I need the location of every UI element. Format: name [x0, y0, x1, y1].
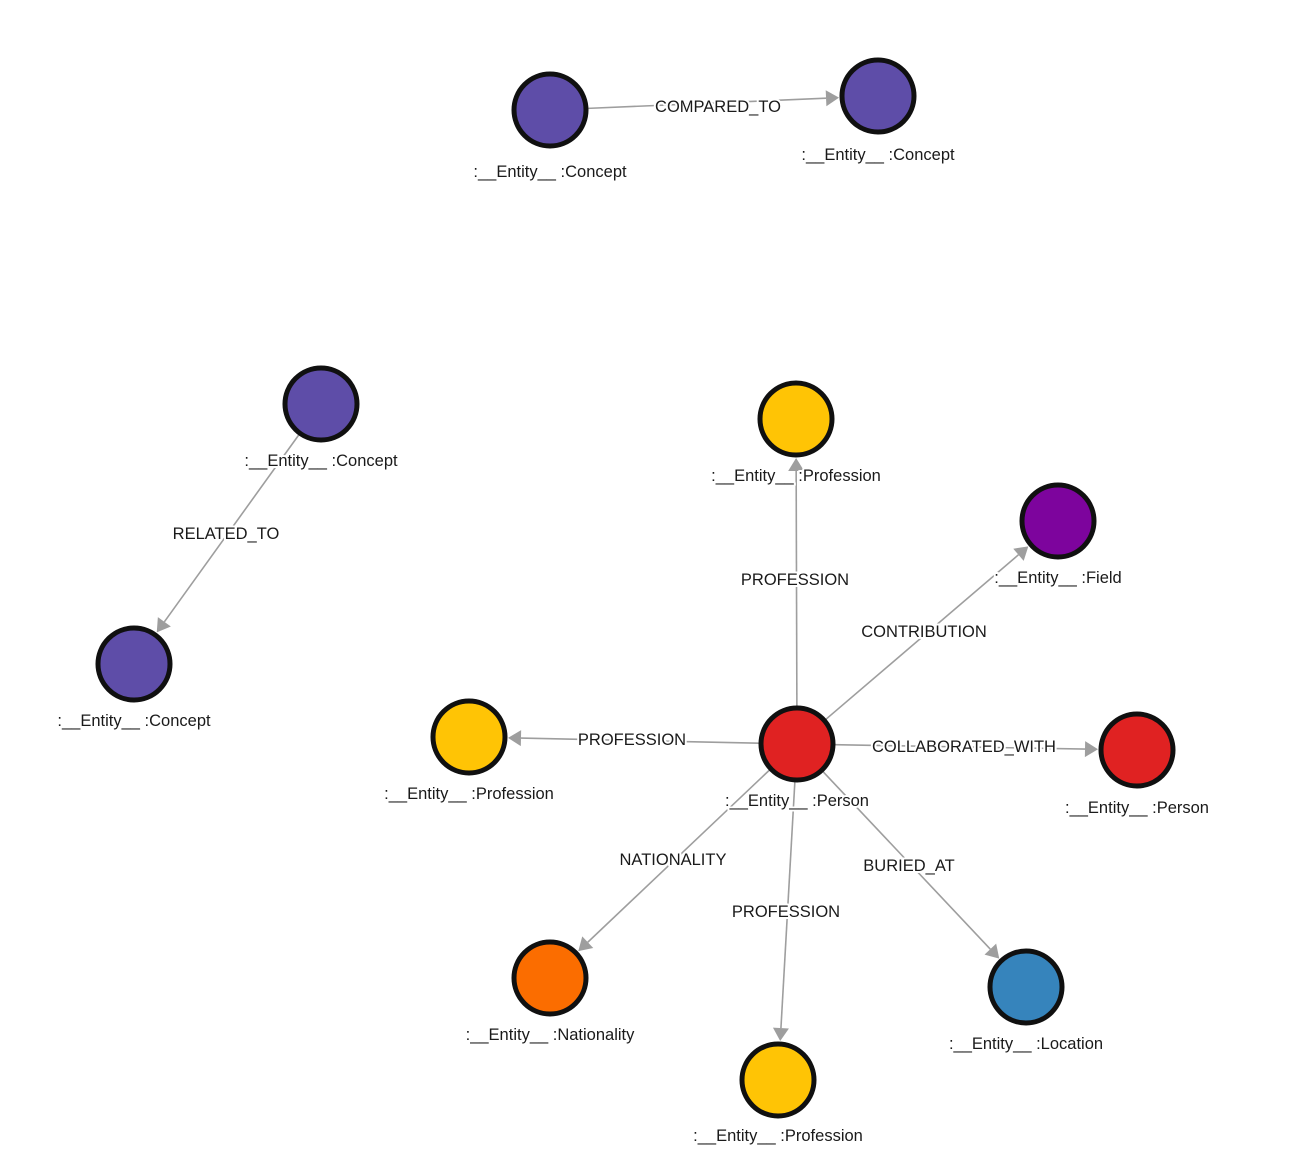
edge-line[interactable] [587, 97, 827, 110]
node-label: :__Entity__ :Person [1065, 799, 1209, 817]
graph-node-profession[interactable] [757, 380, 835, 458]
edge-label-halo: BURIED_AT [863, 857, 954, 875]
node-label: :__Entity__ :Nationality [466, 1026, 636, 1044]
edge-label: PROFESSION [578, 731, 686, 749]
graph-node-concept[interactable] [839, 57, 917, 135]
edge-line[interactable] [587, 769, 770, 943]
node-label-halo: :__Entity__ :Nationality [466, 1026, 636, 1044]
graph-node-profession[interactable] [739, 1041, 817, 1119]
node-label: :__Entity__ :Profession [384, 785, 554, 803]
edge-label: PROFESSION [741, 571, 849, 589]
edge-label: NATIONALITY [620, 851, 727, 869]
edge-label-halo: COLLABORATED_WITH [872, 738, 1056, 756]
edge-line[interactable] [834, 743, 1086, 750]
node-label: :__Entity__ :Concept [57, 712, 211, 730]
graph-node-nationality[interactable] [511, 939, 589, 1017]
edge-label-halo: NATIONALITY [620, 851, 727, 869]
graph-node-concept[interactable] [282, 365, 360, 443]
edges-layer [156, 90, 1099, 1042]
graph-node-person[interactable] [758, 705, 836, 783]
edge-arrowhead [507, 730, 522, 747]
edge-arrowhead [825, 90, 840, 107]
graph-node-concept[interactable] [95, 625, 173, 703]
edge-label-halo: PROFESSION [732, 903, 840, 921]
edge-line[interactable] [825, 554, 1019, 720]
edge-label: RELATED_TO [173, 525, 280, 543]
edge-line[interactable] [780, 781, 796, 1029]
edge-arrowhead [788, 457, 805, 472]
edge-label: BURIED_AT [863, 857, 954, 875]
graph-node-field[interactable] [1019, 482, 1097, 560]
edge-label-halo: RELATED_TO [173, 525, 280, 543]
edge-arrowhead [156, 617, 171, 633]
node-label-halo: :__Entity__ :Profession [384, 785, 554, 803]
edge-label: CONTRIBUTION [861, 623, 987, 641]
node-label-halo: :__Entity__ :Concept [244, 452, 398, 470]
node-label-halo: :__Entity__ :Profession [711, 467, 881, 485]
edge-label: COLLABORATED_WITH [872, 738, 1056, 756]
node-label-halo: :__Entity__ :Person [1065, 799, 1209, 817]
node-label-halo: :__Entity__ :Concept [801, 146, 955, 164]
edge-arrowhead [578, 936, 594, 952]
edge-label-halo: PROFESSION [741, 571, 849, 589]
graph-node-profession[interactable] [430, 698, 508, 776]
edge-label-halo: CONTRIBUTION [861, 623, 987, 641]
edge-label: PROFESSION [732, 903, 840, 921]
node-label: :__Entity__ :Profession [711, 467, 881, 485]
node-label: :__Entity__ :Concept [244, 452, 398, 470]
node-label: :__Entity__ :Concept [473, 163, 627, 181]
edge-line[interactable] [163, 434, 300, 623]
node-label-halo: :__Entity__ :Person [725, 792, 869, 810]
nodes-layer [95, 57, 1176, 1119]
node-label: :__Entity__ :Field [994, 569, 1122, 587]
edge-arrowhead [1084, 741, 1099, 758]
node-label: :__Entity__ :Concept [801, 146, 955, 164]
node-label-halo: :__Entity__ :Location [949, 1035, 1103, 1053]
node-labels-layer: :__Entity__ :Concept :__Entity__ :Concept… [55, 144, 1211, 1147]
edge-arrowhead [984, 943, 1000, 959]
node-label-halo: :__Entity__ :Concept [473, 163, 627, 181]
node-label: :__Entity__ :Location [949, 1035, 1103, 1053]
node-label: :__Entity__ :Profession [693, 1127, 863, 1145]
graph-node-person[interactable] [1098, 711, 1176, 789]
edge-line[interactable] [822, 771, 991, 950]
graph-node-concept[interactable] [511, 71, 589, 149]
edge-label: COMPARED_TO [655, 98, 781, 116]
edge-arrowhead [772, 1027, 789, 1042]
node-label: :__Entity__ :Person [725, 792, 869, 810]
edge-arrowhead [1013, 546, 1029, 561]
edge-label-halo: COMPARED_TO [655, 98, 781, 116]
node-label-halo: :__Entity__ :Profession [693, 1127, 863, 1145]
edge-label-halo: PROFESSION [578, 731, 686, 749]
edge-line[interactable] [520, 737, 760, 744]
graph-node-location[interactable] [987, 948, 1065, 1026]
edge-line[interactable] [795, 470, 798, 707]
node-label-halo: :__Entity__ :Concept [57, 712, 211, 730]
node-label-halo: :__Entity__ :Field [994, 569, 1122, 587]
edge-labels-layer: COMPARED_TOCOMPARED_TORELATED_TORELATED_… [171, 96, 1058, 923]
